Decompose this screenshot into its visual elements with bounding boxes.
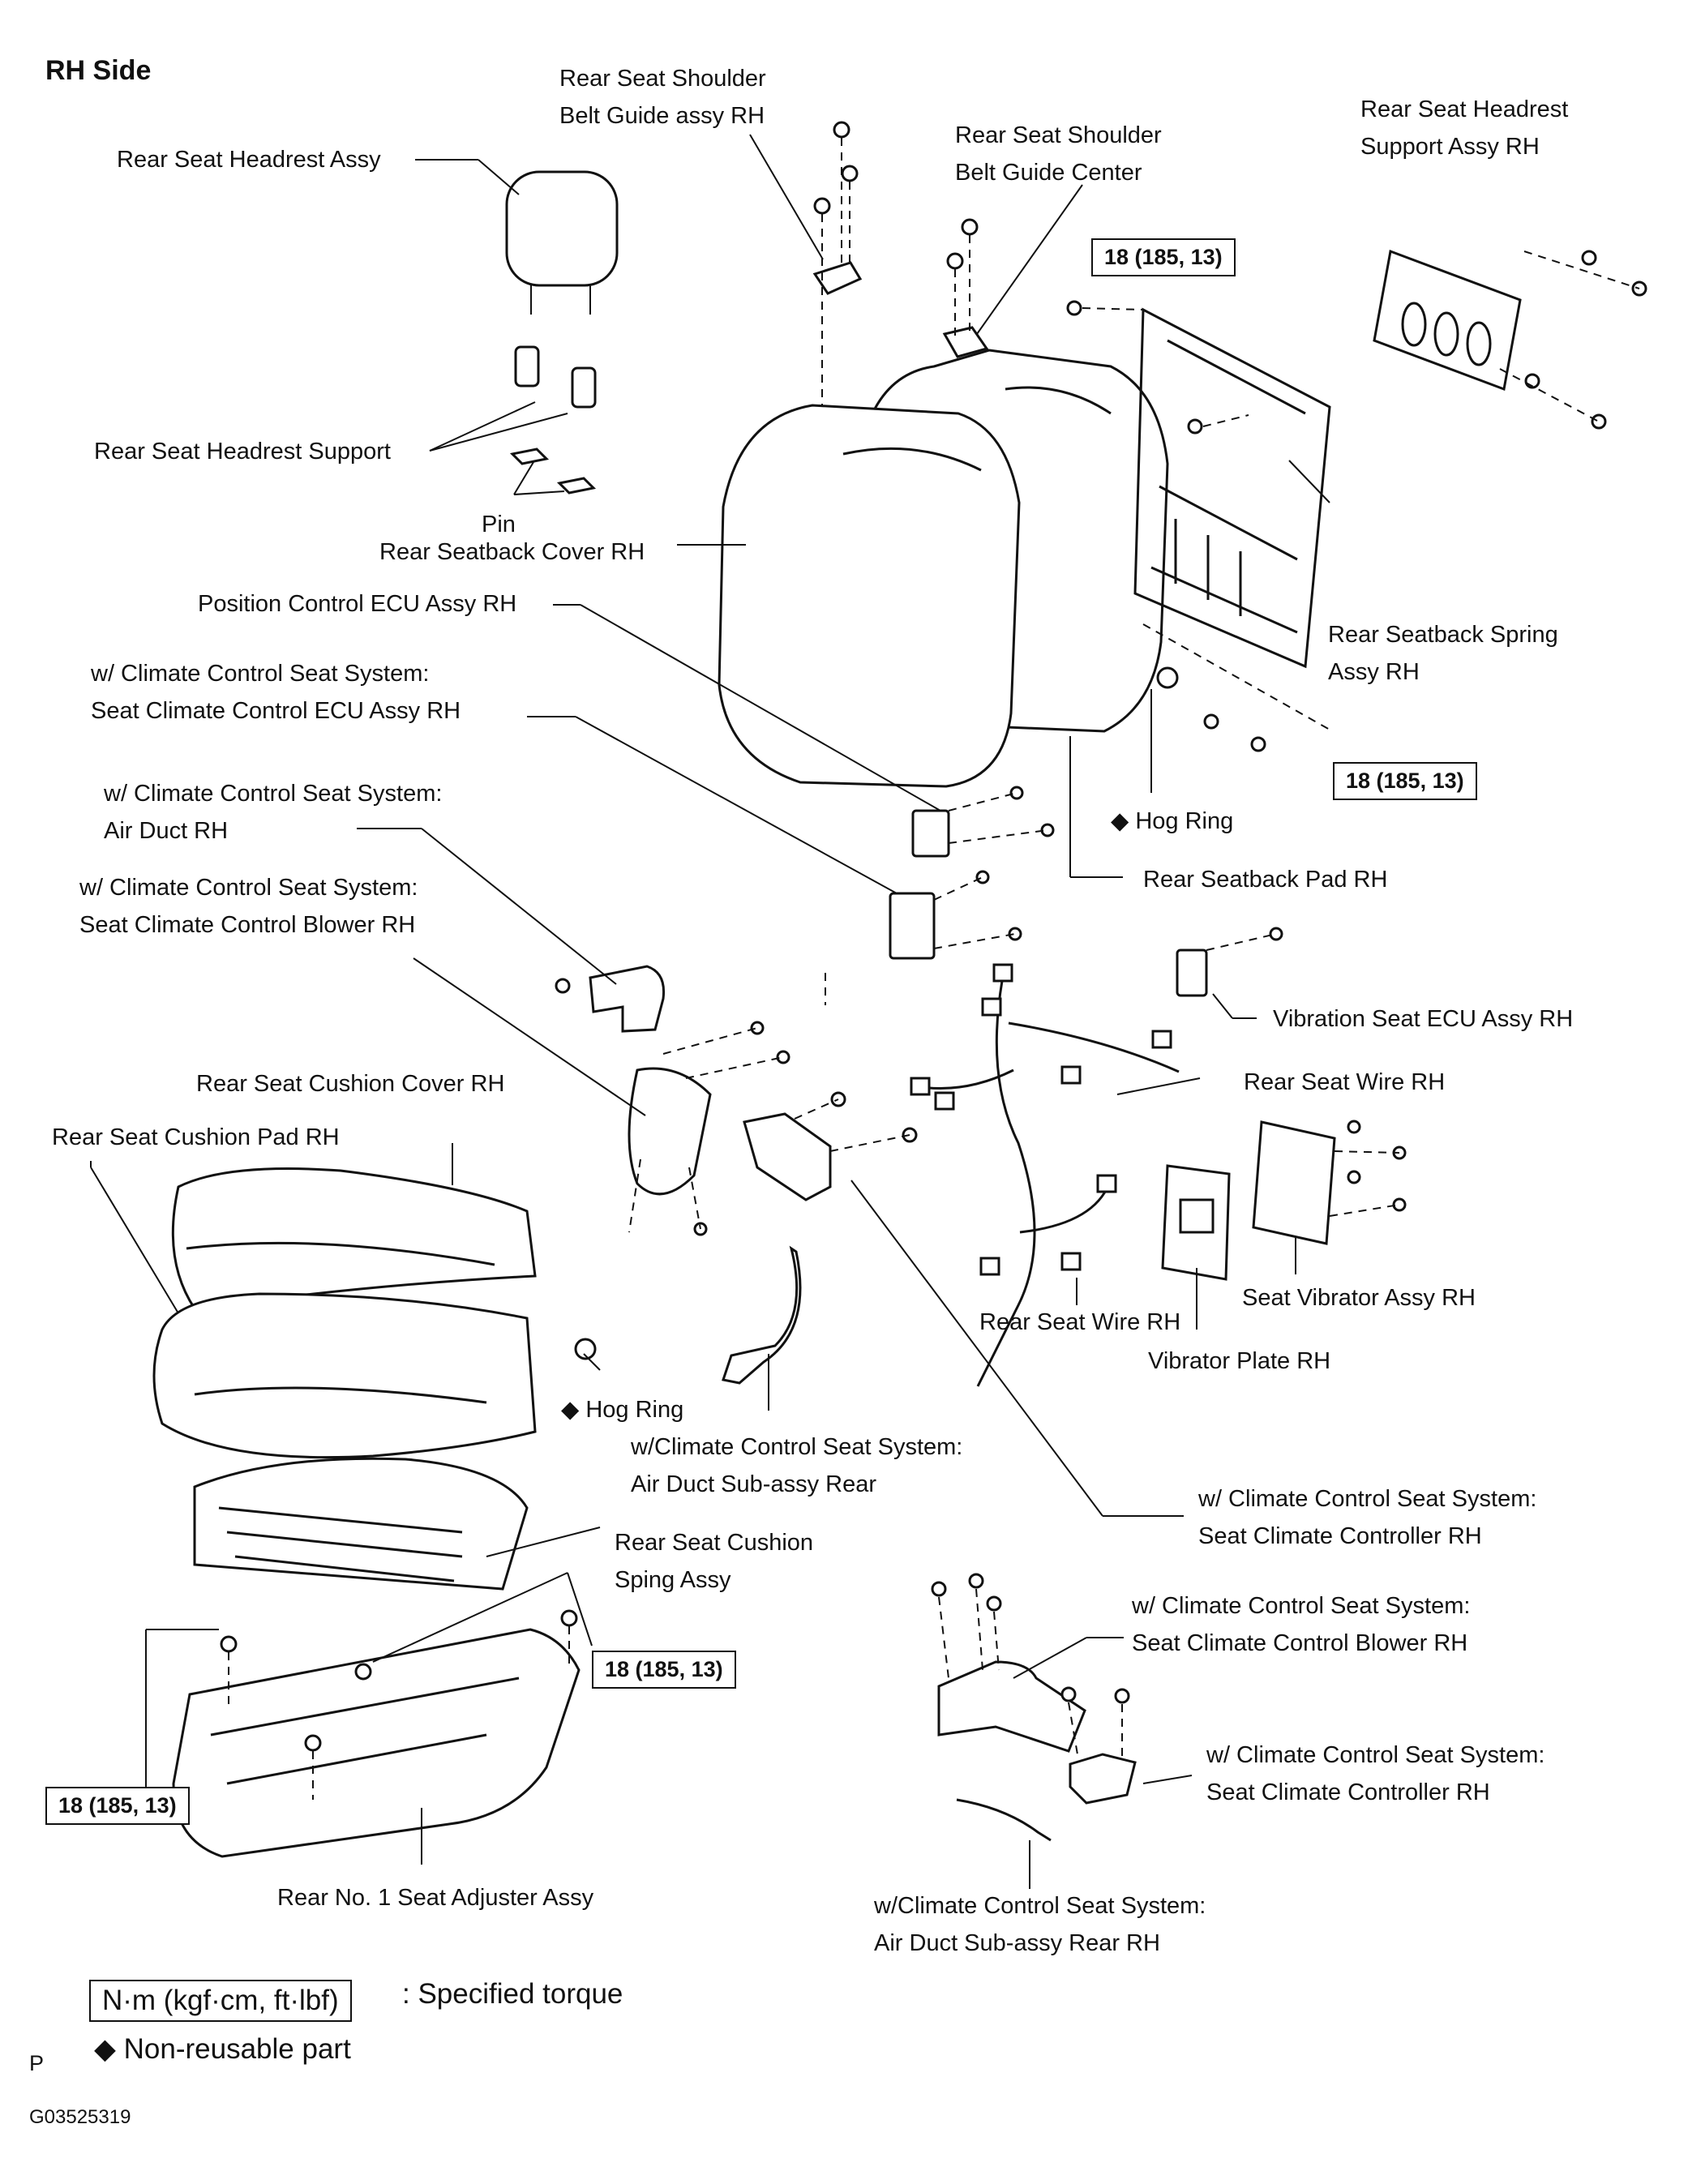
label-line: Belt Guide Center — [955, 160, 1142, 186]
label-line: w/Climate Control Seat System: — [874, 1893, 1206, 1919]
label-line: Rear Seat Shoulder — [955, 122, 1162, 148]
label-headrest-support-assy: Rear Seat Headrest Support Assy RH — [1360, 91, 1568, 165]
label-line: w/ Climate Control Seat System: — [1198, 1486, 1537, 1512]
label-line: w/ Climate Control Seat System: — [79, 875, 418, 901]
torque-spec-box: 18 (185, 13) — [45, 1787, 190, 1825]
label-line: Air Duct RH — [104, 818, 229, 844]
label-climate-controller-lower: w/ Climate Control Seat System: Seat Cli… — [1206, 1736, 1544, 1811]
label-line: Seat Climate Control ECU Assy RH — [91, 698, 461, 724]
ecu-drawing — [889, 786, 1283, 997]
label-line: Rear Seatback Spring — [1328, 622, 1558, 648]
label-cushion-pad: Rear Seat Cushion Pad RH — [52, 1124, 340, 1150]
seatback-drawing — [718, 349, 1169, 788]
belt-guide-drawing — [812, 121, 989, 422]
leader-lines — [90, 134, 1330, 1889]
label-line: Assy RH — [1328, 659, 1420, 685]
label-line: Seat Climate Control Blower RH — [79, 912, 416, 938]
label-line: Rear Seat Cushion — [615, 1530, 814, 1556]
label-vibration-ecu: Vibration Seat ECU Assy RH — [1273, 1006, 1574, 1032]
label-hog-ring-upper: ◆ Hog Ring — [1111, 808, 1234, 834]
footer-mark: P — [29, 2051, 45, 2075]
wire-harness-drawing — [910, 963, 1180, 1387]
label-line: Rear Seat Headrest — [1360, 96, 1569, 122]
page-title: RH Side — [45, 55, 152, 86]
label-line: w/ Climate Control Seat System: — [91, 661, 430, 687]
label-line: Belt Guide assy RH — [559, 103, 765, 129]
headrest-drawing — [505, 170, 619, 495]
label-vibrator-plate: Vibrator Plate RH — [1148, 1348, 1331, 1374]
torque-spec-box: 18 (185, 13) — [592, 1651, 736, 1689]
label-cushion-cover: Rear Seat Cushion Cover RH — [196, 1071, 505, 1097]
label-seatback-spring: Rear Seatback Spring Assy RH — [1328, 616, 1558, 691]
label-line: Sping Assy — [615, 1567, 731, 1593]
label-seat-vibrator: Seat Vibrator Assy RH — [1242, 1285, 1476, 1311]
label-wire-lower: Rear Seat Wire RH — [979, 1309, 1181, 1335]
label-pin: Pin — [482, 512, 516, 537]
torque-spec-box: 18 (185, 13) — [1333, 762, 1477, 800]
climate-parts-drawing — [555, 965, 918, 1385]
seat-adjuster-drawing — [172, 1609, 581, 1858]
label-line: Support Assy RH — [1360, 134, 1540, 160]
label-line: w/Climate Control Seat System: — [631, 1434, 963, 1460]
cushion-spring-drawing — [193, 1457, 529, 1591]
label-line: Rear Seat Shoulder — [559, 66, 766, 92]
label-air-duct: w/ Climate Control Seat System: Air Duct… — [104, 775, 442, 850]
label-wire-upper: Rear Seat Wire RH — [1244, 1069, 1446, 1095]
label-headrest-assy: Rear Seat Headrest Assy — [117, 147, 381, 173]
label-line: w/ Climate Control Seat System: — [1132, 1593, 1471, 1619]
label-cushion-spring: Rear Seat Cushion Sping Assy — [615, 1524, 813, 1599]
label-seatback-pad: Rear Seatback Pad RH — [1143, 867, 1388, 893]
lower-climate-drawing — [931, 1573, 1137, 1842]
label-line: Seat Climate Controller RH — [1198, 1523, 1482, 1549]
label-line: Seat Climate Controller RH — [1206, 1779, 1490, 1805]
label-seatback-cover: Rear Seatback Cover RH — [379, 539, 645, 565]
seat-cushion-drawing — [152, 1167, 597, 1459]
label-blower: w/ Climate Control Seat System: Seat Cli… — [79, 869, 418, 944]
label-blower-lower: w/ Climate Control Seat System: Seat Cli… — [1132, 1587, 1470, 1662]
label-hog-ring-lower: ◆ Hog Ring — [561, 1397, 684, 1423]
label-line: Seat Climate Control Blower RH — [1132, 1630, 1468, 1656]
label-belt-guide-center: Rear Seat Shoulder Belt Guide Center — [955, 117, 1162, 191]
seatback-spring-drawing — [1066, 300, 1331, 752]
label-headrest-support: Rear Seat Headrest Support — [94, 439, 391, 465]
label-climate-controller: w/ Climate Control Seat System: Seat Cli… — [1198, 1480, 1536, 1555]
legend-unit-text: : Specified torque — [402, 1978, 623, 2010]
label-line: Air Duct Sub-assy Rear RH — [874, 1930, 1160, 1956]
legend-non-reusable: ◆ Non-reusable part — [94, 2033, 351, 2065]
figure-code: G03525319 — [29, 2106, 131, 2128]
torque-spec-box: 18 (185, 13) — [1091, 238, 1236, 276]
label-climate-ecu: w/ Climate Control Seat System: Seat Cli… — [91, 655, 461, 730]
label-line: Air Duct Sub-assy Rear — [631, 1471, 876, 1497]
headrest-support-bracket-drawing — [1373, 249, 1647, 430]
label-air-duct-rear: w/Climate Control Seat System: Air Duct … — [631, 1428, 962, 1503]
label-position-control-ecu: Position Control ECU Assy RH — [198, 591, 517, 617]
label-line: w/ Climate Control Seat System: — [1206, 1742, 1545, 1768]
label-belt-guide-rh: Rear Seat Shoulder Belt Guide assy RH — [559, 60, 766, 135]
label-seat-adjuster: Rear No. 1 Seat Adjuster Assy — [277, 1885, 594, 1911]
legend-unit-box: N·m (kgf·cm, ft·lbf) — [89, 1980, 352, 2022]
vibrator-drawing — [1161, 1120, 1407, 1281]
label-air-duct-rear-rh: w/Climate Control Seat System: Air Duct … — [874, 1887, 1206, 1962]
label-line: w/ Climate Control Seat System: — [104, 781, 443, 807]
